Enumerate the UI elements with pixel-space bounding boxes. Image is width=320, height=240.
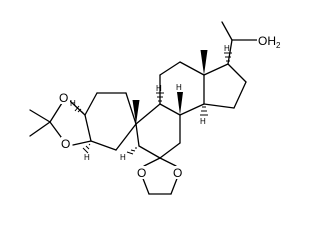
angular-methyls bbox=[132, 50, 208, 124]
o-ketal-right-label: O bbox=[173, 166, 182, 180]
h-c8-label: H bbox=[176, 83, 182, 92]
c10-methyl-wedge bbox=[132, 100, 140, 124]
o-dioxolane-lower-label: O bbox=[61, 137, 70, 151]
c13-methyl-wedge bbox=[200, 50, 208, 75]
c8-h-wedge bbox=[177, 92, 183, 115]
h-c3-label: H bbox=[84, 153, 90, 162]
h-c17-label: H bbox=[224, 44, 230, 53]
atom-labels: O O O O OH2 H H H H H H H bbox=[59, 33, 284, 180]
h-c2-label: H bbox=[70, 99, 76, 108]
o-ketal-left-label: O bbox=[137, 166, 146, 180]
h-c9-label: H bbox=[156, 84, 162, 93]
molecule-structure-diagram: O O O O OH2 H H H H H H H bbox=[29, 21, 284, 195]
o-dioxolane-upper-label: O bbox=[59, 91, 68, 105]
h-c5-label: H bbox=[120, 153, 126, 162]
h-c14-label: H bbox=[200, 117, 206, 126]
ring-d bbox=[203, 63, 247, 109]
ring-c bbox=[159, 61, 205, 116]
side-chain bbox=[221, 21, 259, 65]
hashed-bonds bbox=[74, 52, 232, 155]
hydroxyl-label: OH2 bbox=[258, 34, 281, 50]
ring-a bbox=[84, 92, 137, 151]
ring-b bbox=[135, 103, 181, 159]
